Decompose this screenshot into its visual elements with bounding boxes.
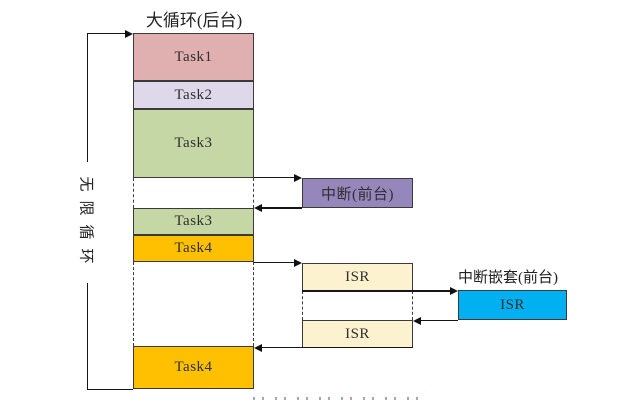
arrow-isr-return-line <box>262 346 413 348</box>
arrow-interrupt-return-head-icon <box>254 204 262 212</box>
task3-block-first: Task3 <box>133 109 254 178</box>
arrow-interrupt-return-line <box>262 207 302 209</box>
preemption-gap-interrupt <box>133 178 254 208</box>
loop-bottom-line <box>87 388 133 390</box>
arrow-nested-return-head-icon <box>413 316 421 325</box>
loop-arrowhead-icon <box>125 29 133 38</box>
loop-top-line <box>87 32 127 34</box>
task1-block: Task1 <box>133 33 254 81</box>
interrupt-foreground-box: 中断(前台) <box>302 178 413 208</box>
isr-gap-dashed-left <box>302 291 303 320</box>
nested-interrupt-title: 中断嵌套(前台) <box>458 270 558 286</box>
preemption-gap-isr <box>133 262 254 346</box>
arrow-interrupt-call-line <box>254 176 295 178</box>
isr-gap-dashed-right <box>411 291 413 320</box>
cropped-caption-text <box>253 397 428 400</box>
loop-vertical-line-bottom <box>86 283 88 390</box>
task4-block-second: Task4 <box>133 346 254 389</box>
arrow-interrupt-call-head-icon <box>294 173 302 182</box>
nested-isr-box: ISR <box>458 290 567 320</box>
arrow-nested-return-line <box>421 319 458 321</box>
arrow-isr-return-head-icon <box>254 343 262 352</box>
infinite-loop-label: 无限循环 <box>77 176 94 273</box>
diagram-title: 大循环(后台) <box>145 11 243 30</box>
arrow-isr-call-head-icon <box>294 258 302 267</box>
loop-vertical-line-top <box>86 33 88 162</box>
arrow-nested-call-line <box>302 290 451 292</box>
task4-block-first: Task4 <box>133 235 254 262</box>
isr-box-first: ISR <box>302 263 413 291</box>
arrow-isr-call-line <box>254 261 295 263</box>
task3-block-second: Task3 <box>133 208 254 235</box>
arrow-nested-call-head-icon <box>450 287 458 295</box>
task2-block: Task2 <box>133 81 254 109</box>
isr-box-second: ISR <box>302 320 413 348</box>
